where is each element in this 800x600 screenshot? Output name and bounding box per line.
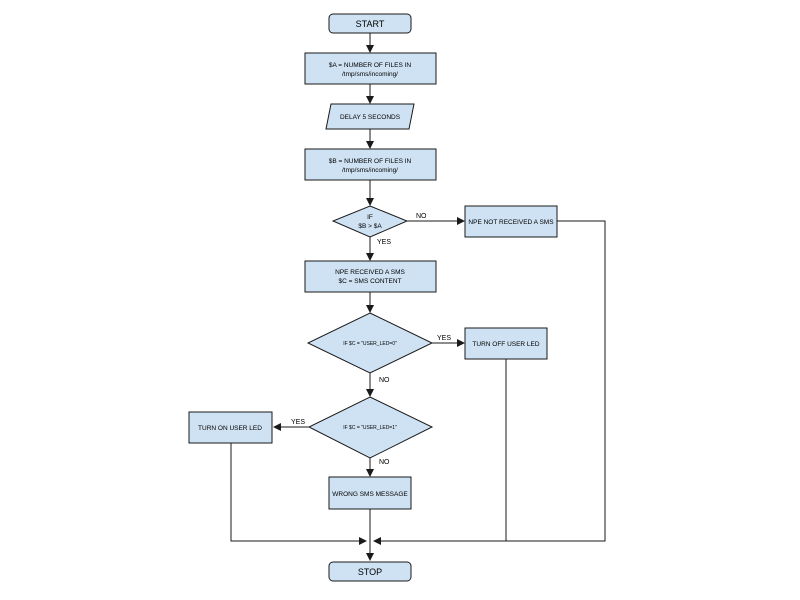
turn-on-box <box>188 411 273 444</box>
not-received-node: NPE NOT RECEIVED A SMS <box>464 205 558 238</box>
check-new-diamond <box>331 205 409 238</box>
check-new-label-line2: $B > $A <box>358 223 382 230</box>
count-b-label-line1: $B = NUMBER OF FILES IN <box>329 158 412 165</box>
not-received-box <box>464 205 558 238</box>
count-b-label-line2: /tmp/sms/incoming/ <box>342 167 398 174</box>
count-b-node: $B = NUMBER OF FILES IN /tmp/sms/incomin… <box>304 148 437 181</box>
check-led1-node: IF $C = "USER_LED=1" <box>307 396 434 459</box>
check-led0-label: IF $C = "USER_LED=0" <box>343 341 397 347</box>
delay-parallelogram <box>325 103 415 130</box>
label-check-new-yes: YES <box>377 239 391 246</box>
start-node: START <box>328 13 412 34</box>
check-new-node: IF $B > $A <box>331 205 409 238</box>
connectors <box>230 33 606 561</box>
received-node: NPE RECEIVED A SMS $C = SMS CONTENT <box>304 260 437 293</box>
label-led0-yes: YES <box>437 335 451 342</box>
edge-turn-on-to-stop <box>230 443 367 545</box>
count-a-label-line2: /tmp/sms/incoming/ <box>342 71 398 78</box>
count-a-label-line1: $A = NUMBER OF FILES IN <box>329 62 411 69</box>
count-a-box <box>304 52 437 85</box>
received-box <box>304 260 437 293</box>
delay-node: DELAY 5 SECONDS <box>325 103 415 130</box>
turn-off-label: TURN OFF USER LED <box>472 341 539 348</box>
check-led0-diamond <box>306 312 434 374</box>
delay-label: DELAY 5 SECONDS <box>340 114 401 121</box>
label-led1-no: NO <box>379 459 390 466</box>
wrong-label: WRONG SMS MESSAGE <box>332 491 408 498</box>
turn-on-label: TURN ON USER LED <box>198 425 262 432</box>
stop-label: STOP <box>358 567 382 577</box>
start-terminator <box>328 13 412 34</box>
turn-on-node: TURN ON USER LED <box>188 411 273 444</box>
check-led1-diamond <box>307 396 434 459</box>
check-led0-node: IF $C = "USER_LED=0" <box>306 312 434 374</box>
label-led1-yes: YES <box>291 419 305 426</box>
turn-off-box <box>464 327 548 360</box>
turn-off-node: TURN OFF USER LED <box>464 327 548 360</box>
start-label: START <box>356 19 385 29</box>
label-check-new-no: NO <box>416 213 427 220</box>
wrong-node: WRONG SMS MESSAGE <box>328 476 412 510</box>
count-b-box <box>304 148 437 181</box>
received-label-line2: $C = SMS CONTENT <box>338 278 401 285</box>
edge-not-received-to-stop <box>373 220 606 545</box>
check-led1-label: IF $C = "USER_LED=1" <box>343 425 397 431</box>
wrong-box <box>328 476 412 510</box>
label-led0-no: NO <box>379 377 390 384</box>
not-received-label: NPE NOT RECEIVED A SMS <box>468 219 554 226</box>
check-new-label-line1: IF <box>367 214 373 221</box>
received-label-line1: NPE RECEIVED A SMS <box>335 269 405 276</box>
count-a-node: $A = NUMBER OF FILES IN /tmp/sms/incomin… <box>304 52 437 85</box>
stop-node: STOP <box>328 561 412 582</box>
stop-terminator <box>328 561 412 582</box>
